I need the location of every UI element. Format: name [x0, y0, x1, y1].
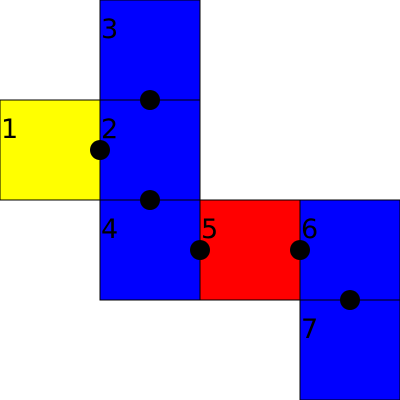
- square-7: [299, 299, 400, 400]
- joint-dot-6: [340, 290, 360, 310]
- square-1: [0, 99, 101, 201]
- square-label-7: 7: [301, 314, 318, 345]
- joint-dot-2: [90, 140, 110, 160]
- joint-dot-1: [140, 90, 160, 110]
- square-6: [299, 199, 400, 301]
- joint-dot-3: [140, 190, 160, 210]
- square-2: [99, 99, 201, 201]
- square-label-3: 3: [101, 14, 118, 45]
- joint-dot-4: [190, 240, 210, 260]
- square-label-5: 5: [201, 214, 218, 245]
- square-5: [199, 199, 301, 301]
- labels-layer: 1 2 3 4 5 6 7: [1, 14, 318, 345]
- square-4: [99, 199, 201, 301]
- square-3: [99, 0, 201, 101]
- joint-dot-5: [290, 240, 310, 260]
- square-label-1: 1: [1, 114, 18, 145]
- square-label-2: 2: [101, 114, 118, 145]
- square-label-4: 4: [101, 214, 118, 245]
- square-label-6: 6: [301, 214, 318, 245]
- joint-dots-layer: [90, 90, 360, 310]
